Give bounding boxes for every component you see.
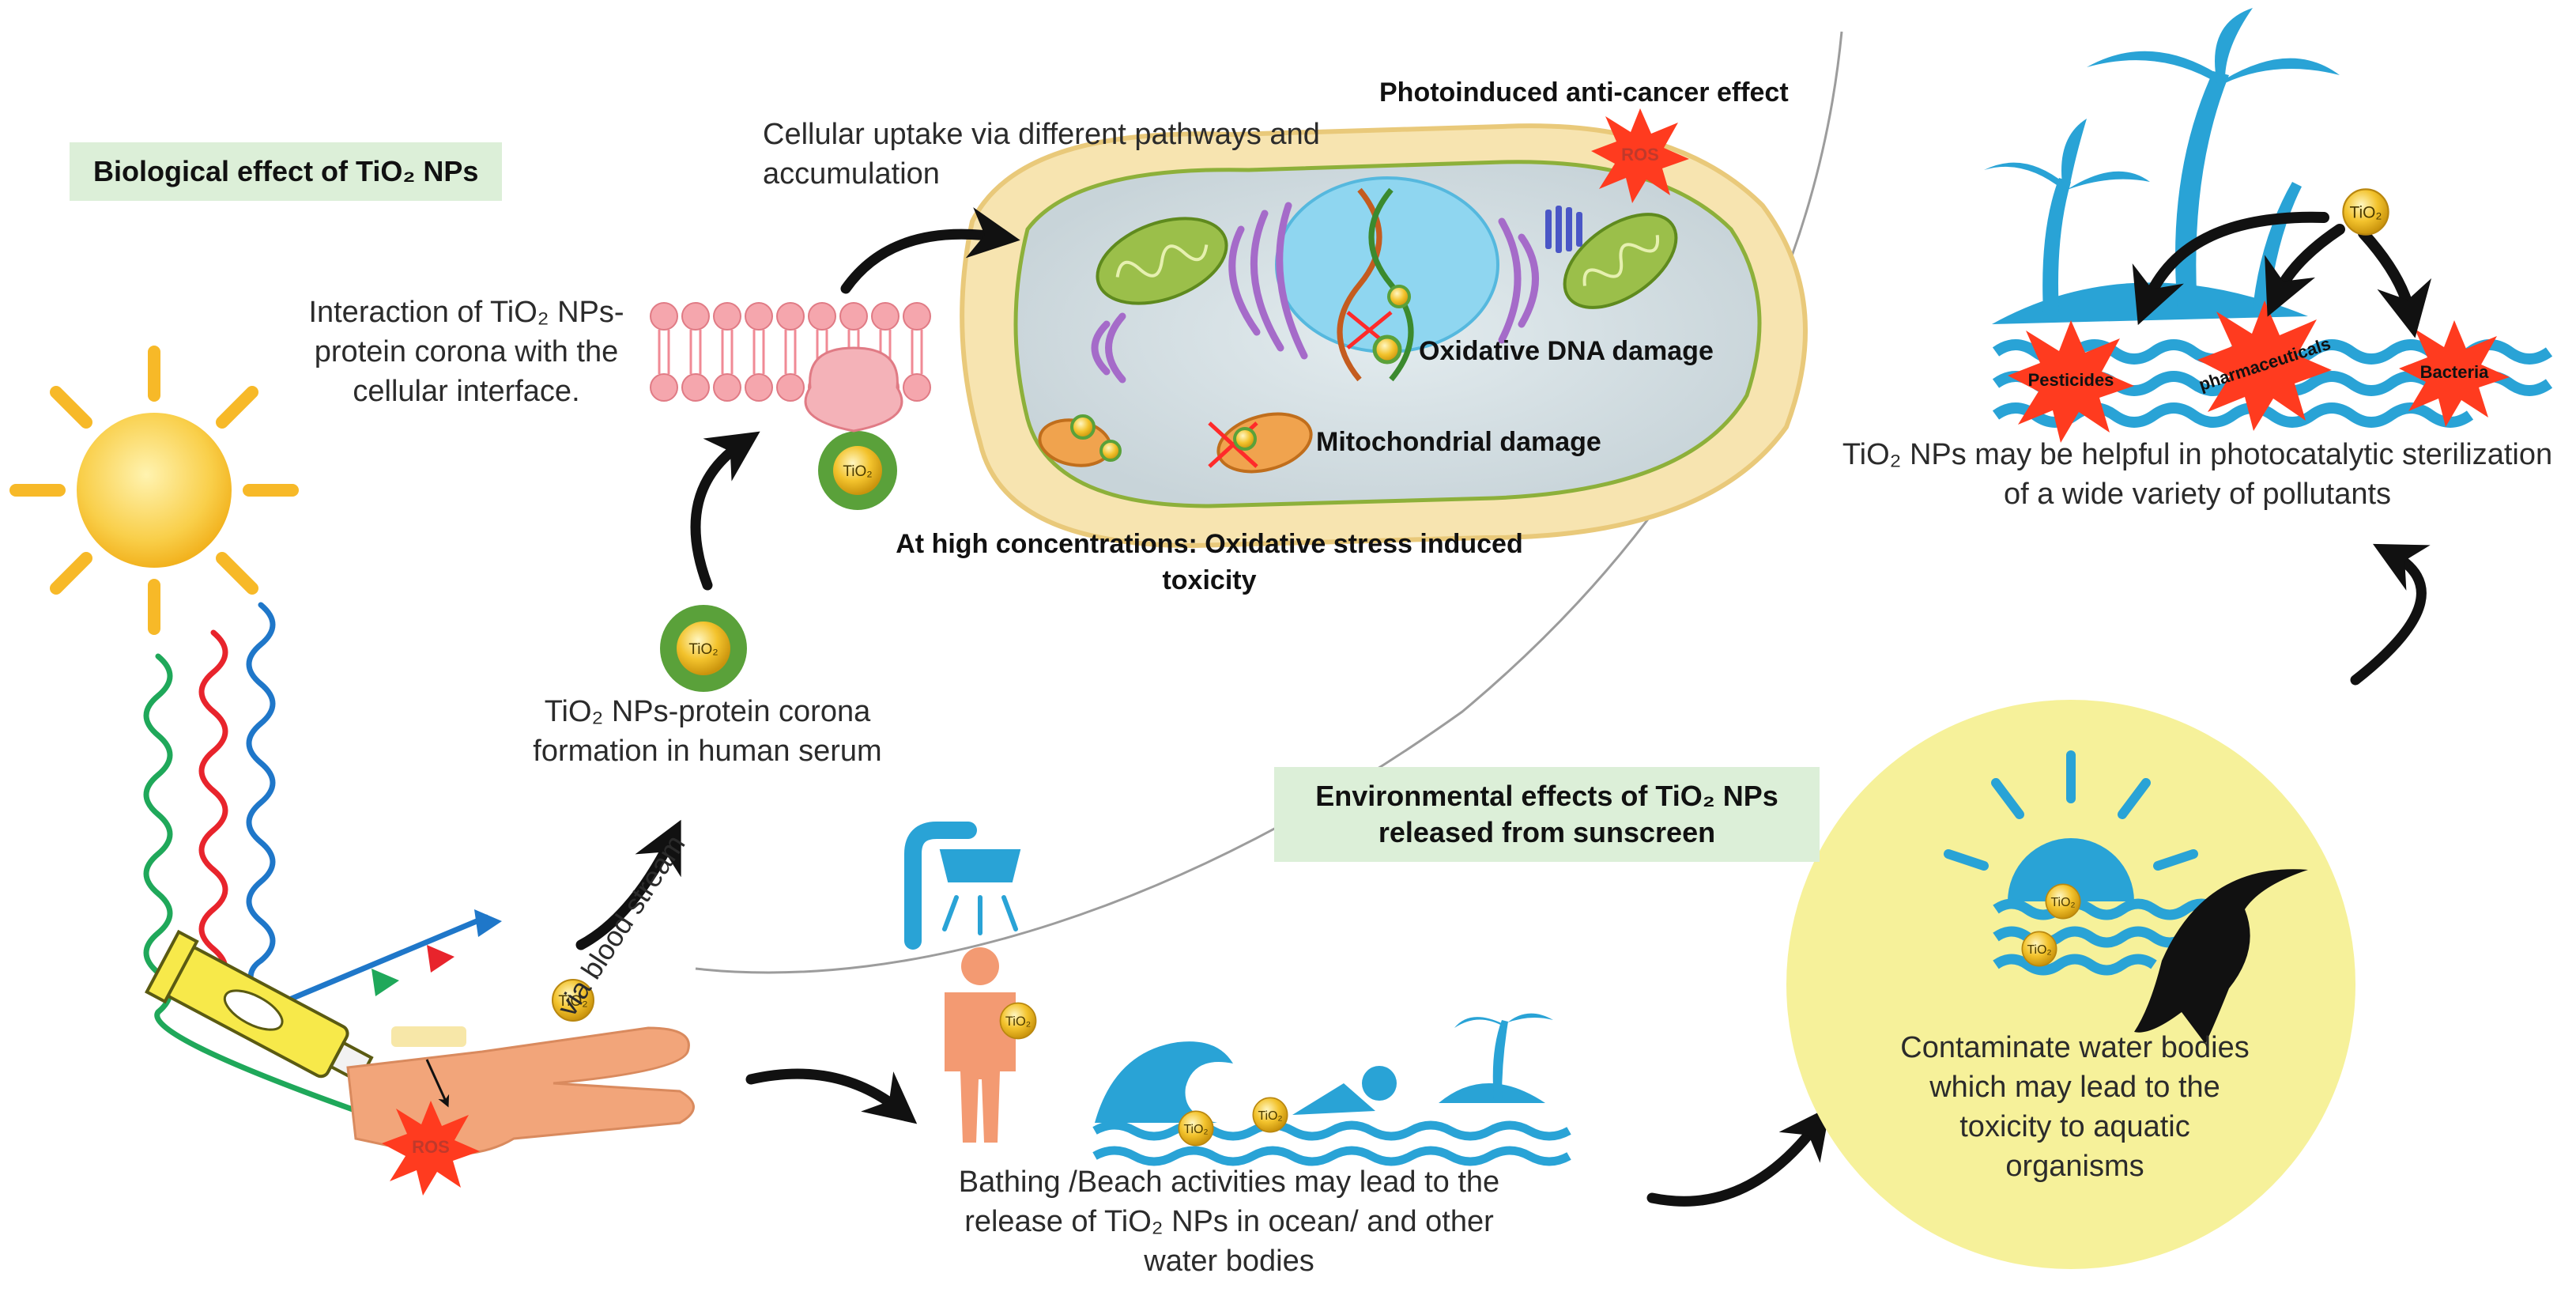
- arrow-corona-to-membrane: [690, 431, 760, 591]
- pollutant-burst-bacteria: Bacteria: [2399, 320, 2510, 427]
- arrow-hand-to-bathing: [745, 1068, 918, 1124]
- wave-icon: [1095, 1041, 1233, 1123]
- nanoparticle: [2021, 931, 2057, 967]
- shower-icon: [904, 822, 1021, 950]
- island-icon: [1439, 1013, 1553, 1103]
- person-icon: [945, 947, 1016, 1143]
- svg-text:TiO₂: TiO₂: [843, 463, 872, 480]
- cell-illustration: [960, 123, 1808, 549]
- corona-formation-label: TiO₂ NPs-protein corona formation in hum…: [533, 695, 882, 768]
- pollutant-burst-pesticides: Pesticides: [2008, 320, 2134, 443]
- beach-water: [1092, 1120, 1571, 1166]
- uv-ray-blue: [246, 602, 489, 1012]
- dna-damage-label: Oxidative DNA damage: [1419, 336, 1714, 366]
- photocatalytic-label: TiO₂ NPs may be helpful in photocatalyti…: [1842, 438, 2553, 511]
- mito-damage-label: Mitochondrial damage: [1316, 427, 1601, 457]
- interaction-label: Interaction of TiO₂ NPs-protein corona w…: [308, 296, 624, 408]
- high-concentration-label: At high concentrations: Oxidative stress…: [896, 529, 1523, 595]
- nanoparticle: [999, 1002, 1037, 1040]
- nanoparticle: [2045, 883, 2081, 920]
- ros-burst-hand: ROS: [382, 1101, 480, 1196]
- svg-text:ROS: ROS: [1621, 145, 1659, 164]
- lipid-bilayer-icon: [650, 302, 931, 433]
- arrow-bathing-to-lake: [1646, 1106, 1831, 1207]
- svg-text:ROS: ROS: [412, 1137, 450, 1157]
- arrow-hand-to-corona: [575, 819, 681, 950]
- arrow-membrane-to-cell: [840, 207, 1020, 294]
- sun-icon: [9, 346, 299, 635]
- protein-corona-np-membrane: TiO₂: [818, 431, 897, 510]
- fish-icon: [2134, 869, 2308, 1044]
- mitochondrion: [1096, 217, 1228, 305]
- cell-nanoparticles: [1070, 285, 1411, 462]
- ros-burst-cell: ROS: [1591, 108, 1689, 203]
- environmental-effects-title: Environmental effects of TiO₂ NPs releas…: [1274, 767, 1820, 862]
- nanoparticle: [1178, 1110, 1214, 1147]
- nanoparticle: [1252, 1097, 1288, 1133]
- nanoparticle: [2342, 188, 2389, 236]
- nucleus: [1275, 176, 1499, 353]
- sunscreen-tube-icon: [145, 929, 374, 1084]
- arrow-lake-to-island: [2350, 543, 2431, 686]
- lake-sun-icon: [1944, 750, 2198, 901]
- biological-effect-title: Biological effect of TiO₂ NPs: [70, 142, 503, 201]
- cellular-uptake-label: Cellular uptake via different pathways a…: [763, 118, 1320, 191]
- svg-text:Pesticides: Pesticides: [2028, 370, 2114, 390]
- swimmer-icon: [1292, 1066, 1397, 1115]
- contaminated-water-circle: [1786, 700, 2355, 1269]
- dna-helix: [1337, 187, 1414, 382]
- uv-ray-green: [143, 653, 383, 1122]
- svg-text:TiO₂: TiO₂: [688, 641, 718, 658]
- contaminate-water-label: Contaminate water bodies which may lead …: [1900, 1031, 2250, 1183]
- bathing-activities-label: Bathing /Beach activities may lead to th…: [958, 1166, 1500, 1278]
- hand-icon: [346, 1026, 695, 1156]
- svg-text:Bacteria: Bacteria: [2420, 362, 2490, 382]
- anticancer-effect-label: Photoinduced anti-cancer effect: [1379, 77, 1789, 108]
- mitochondrion: [1563, 213, 1678, 309]
- protein-corona-np: TiO₂: [660, 605, 747, 692]
